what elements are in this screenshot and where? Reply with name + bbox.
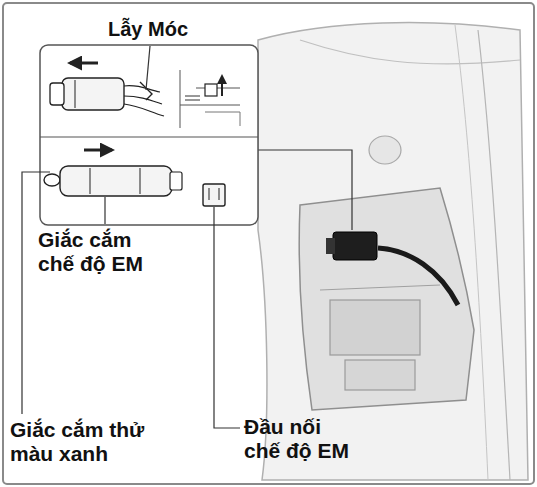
leader-line [258,150,352,230]
em-plug [60,166,172,196]
cable [378,248,458,305]
inset-box [40,45,258,225]
service-opening [299,188,474,410]
leader-line [146,46,150,90]
part-label: Lẫy Móc [108,18,188,41]
part-label: Giắc cắm chế độ EM [38,228,158,276]
leader-line [104,197,105,224]
part-label: Đầu nối chế độ EM [244,415,359,463]
body-panel [258,23,528,480]
em-socket [203,184,225,206]
em-connector [333,232,377,260]
frame [3,3,534,484]
leader-line [214,207,240,428]
test-connector [62,78,124,110]
part-label: Giắc cắm thử màu xanh [10,418,160,466]
leader-line [22,172,50,414]
